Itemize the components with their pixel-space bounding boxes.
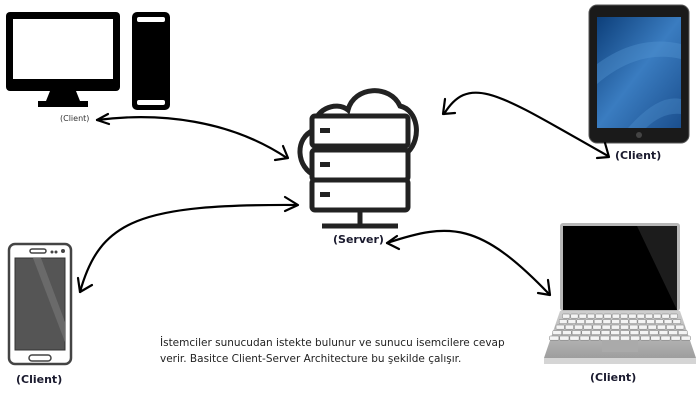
- server-label: (Server): [333, 233, 384, 246]
- keyboard-key: [562, 313, 571, 319]
- keyboard-key: [630, 335, 641, 341]
- arrowhead-tablet-side-server: [441, 97, 457, 116]
- keyboard-key: [610, 335, 620, 341]
- keyboard-key: [552, 330, 562, 335]
- keyboard-key: [649, 330, 659, 335]
- keyboard-key: [600, 330, 611, 335]
- arrowhead-phone: [76, 276, 94, 294]
- keyboard-key: [628, 319, 638, 324]
- keyboard-key: [578, 313, 587, 319]
- tablet-client-label: (Client): [615, 149, 662, 162]
- cloud-server-icon: [297, 88, 419, 229]
- keyboard-key: [579, 335, 590, 341]
- arrowhead-server-from-laptop: [385, 234, 401, 251]
- keyboard-key: [569, 335, 580, 341]
- smartphone-icon: [7, 242, 73, 366]
- laptop-client-label: (Client): [590, 371, 637, 384]
- keyboard-key: [611, 319, 620, 324]
- keyboard-key: [639, 330, 649, 335]
- keyboard-key: [576, 319, 585, 324]
- arrow-laptop-server: [385, 229, 551, 296]
- keyboard-key: [647, 324, 657, 330]
- keyboard-key: [620, 319, 629, 324]
- keyboard-key: [559, 335, 570, 341]
- keyboard-key: [660, 335, 671, 341]
- keyboard-key: [678, 330, 688, 335]
- tablet-icon: [588, 4, 690, 144]
- keyboard-key: [672, 319, 682, 324]
- keyboard-key: [638, 324, 648, 330]
- keyboard-key: [620, 313, 629, 319]
- keyboard-key: [589, 335, 600, 341]
- keyboard-key: [603, 313, 612, 319]
- caption-text: İstemciler sunucudan istekte bulunur ve …: [160, 337, 505, 365]
- phone-client: [7, 242, 73, 366]
- keyboard-key: [558, 319, 568, 324]
- keyboard-key: [599, 335, 610, 341]
- keyboard-key: [646, 319, 655, 324]
- keyboard-key: [628, 313, 637, 319]
- keyboard-key: [650, 335, 661, 341]
- keyboard-key: [570, 313, 579, 319]
- keyboard-key: [666, 324, 676, 330]
- keyboard-key: [610, 330, 620, 335]
- keyboard-key: [668, 330, 678, 335]
- keyboard-key: [595, 313, 604, 319]
- keyboard-key: [661, 313, 670, 319]
- keyboard-key: [620, 330, 630, 335]
- keyboard-key: [585, 319, 594, 324]
- keyboard-key: [636, 313, 645, 319]
- keyboard-key: [593, 319, 603, 324]
- desktop-client-label: (Client): [60, 114, 90, 123]
- keyboard-key: [562, 330, 572, 335]
- keyboard-key: [629, 330, 640, 335]
- keyboard-key: [567, 319, 577, 324]
- keyboard-key: [574, 324, 584, 330]
- arrowhead-tablet: [595, 141, 611, 160]
- keyboard-key: [555, 324, 565, 330]
- arrow-phone-server: [78, 203, 299, 294]
- laptop-client: [542, 222, 698, 367]
- keyboard-key: [620, 335, 630, 341]
- keyboard-key: [655, 319, 664, 324]
- server-node: [290, 76, 420, 234]
- laptop-icon: [544, 223, 696, 364]
- arrow-desktop-server: [95, 116, 289, 160]
- keyboard-key: [601, 324, 611, 330]
- arrowhead-desktop: [95, 112, 111, 126]
- keyboard-key: [645, 313, 653, 319]
- keyboard-key: [564, 324, 574, 330]
- keyboard-key: [620, 324, 630, 330]
- keyboard-key: [581, 330, 591, 335]
- keyboard-key: [663, 319, 673, 324]
- keyboard-key: [611, 313, 620, 319]
- keyboard-key: [653, 313, 662, 319]
- keyboard-key: [669, 313, 678, 319]
- keyboard-key: [658, 330, 669, 335]
- keyboard-key: [640, 335, 651, 341]
- tablet-client: [588, 4, 690, 144]
- keyboard-key: [587, 313, 595, 319]
- keyboard-key: [610, 324, 620, 330]
- keyboard-key: [549, 335, 560, 341]
- keyboard-key: [591, 330, 601, 335]
- keyboard-key: [656, 324, 666, 330]
- keyboard-key: [602, 319, 612, 324]
- keyboard-key: [583, 324, 593, 330]
- keyboard-key: [670, 335, 681, 341]
- phone-client-label: (Client): [16, 373, 63, 386]
- arrowhead-server-from-desktop: [273, 144, 290, 162]
- desktop-client: [4, 8, 174, 112]
- keyboard-key: [571, 330, 582, 335]
- desktop-computer-icon: [6, 12, 170, 110]
- arrow-tablet-server: [442, 91, 610, 158]
- keyboard-key: [592, 324, 602, 330]
- keyboard-key: [675, 324, 685, 330]
- keyboard-key: [637, 319, 647, 324]
- keyboard-key: [629, 324, 639, 330]
- keyboard-key: [680, 335, 691, 341]
